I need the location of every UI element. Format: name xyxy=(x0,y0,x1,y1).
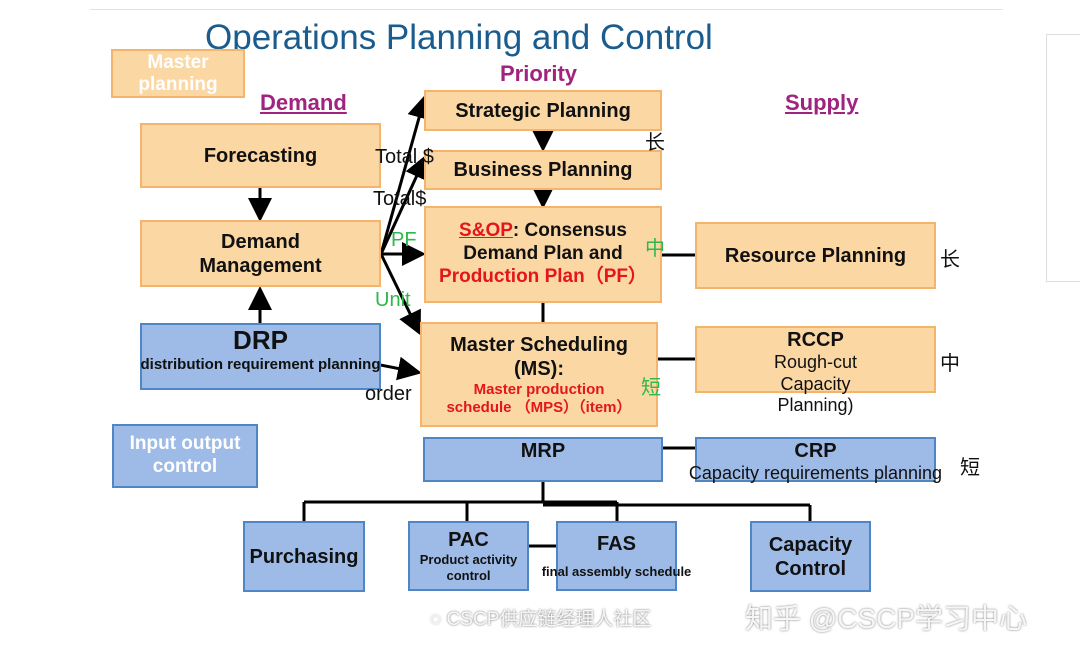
annotation-pf: PF xyxy=(391,229,417,251)
sop-demand-plan: Demand Plan and xyxy=(463,243,623,265)
ioc-line1: Input output xyxy=(129,433,241,455)
ms-title: Master Scheduling xyxy=(450,333,628,356)
ms-mps-line2: schedule （MPS）（item） xyxy=(446,398,632,416)
crp-label: CRP xyxy=(794,440,837,462)
strategic-planning-label: Strategic Planning xyxy=(455,99,631,122)
rccp-line2: Capacity xyxy=(780,373,851,394)
capacity-control-box: Capacity Control xyxy=(750,521,871,592)
crp-box: CRP Capacity requirements planning xyxy=(689,437,942,483)
annotation-mid-2: 中 xyxy=(940,353,960,375)
supply-header: Supply xyxy=(785,90,859,115)
annotation-mid-1: 中 xyxy=(645,238,665,260)
resource-planning-box: Resource Planning xyxy=(695,222,936,289)
fas-box: FAS final assembly schedule xyxy=(542,521,691,591)
rccp-box: RCCP Rough-cut Capacity Planning) xyxy=(695,326,936,415)
master-planning-box: Master planning xyxy=(111,49,245,98)
pac-line1: Product activity xyxy=(419,552,518,568)
zhihu-watermark: 知乎 @CSCP学习中心 xyxy=(745,603,1027,634)
cc-line1: Capacity xyxy=(768,533,853,556)
pac-label: PAC xyxy=(448,529,489,552)
input-output-control-box: Input output control xyxy=(112,424,258,488)
pac-box: PAC Product activity control xyxy=(408,521,529,591)
mrp-label: MRP xyxy=(520,440,566,462)
demand-header: Demand xyxy=(260,90,347,115)
dm-line1: Demand xyxy=(221,230,300,253)
annotation-total-1: Total $ xyxy=(375,146,434,168)
annotation-long-1: 长 xyxy=(645,132,665,154)
ms-mps-line1: Master production xyxy=(473,380,605,398)
strategic-planning-box: Strategic Planning xyxy=(424,90,662,131)
resource-planning-label: Resource Planning xyxy=(724,244,907,267)
annotation-short-2: 短 xyxy=(960,457,980,479)
purchasing-label: Purchasing xyxy=(249,545,359,568)
sop-box: S&OP: Consensus Demand Plan and Producti… xyxy=(424,206,662,303)
master-scheduling-box: Master Scheduling (MS): Master productio… xyxy=(420,322,658,427)
drp-label: DRP xyxy=(233,325,288,355)
priority-header: Priority xyxy=(500,61,578,86)
side-panel xyxy=(1046,34,1080,282)
ioc-line2: control xyxy=(152,456,218,477)
annotation-long-2: 长 xyxy=(940,249,960,271)
rccp-line1: Rough-cut xyxy=(773,352,858,372)
annotation-total-2: Total$ xyxy=(373,188,427,210)
drp-sub: distribution requirement planning xyxy=(140,356,381,374)
rccp-label: RCCP xyxy=(787,329,844,351)
purchasing-box: Purchasing xyxy=(243,521,365,592)
master-planning-label: Master planning xyxy=(138,51,218,95)
forecasting-box: Forecasting xyxy=(140,123,381,188)
sop-production-plan: Production Plan（PF） xyxy=(439,265,647,287)
cc-line2: Control xyxy=(774,557,847,580)
drp-box: DRP distribution requirement planning xyxy=(140,323,381,390)
fas-label: FAS xyxy=(597,533,636,556)
sop-consensus: : Consensus xyxy=(512,220,627,242)
wechat-watermark: ◌ CSCP供应链经理人社区 xyxy=(430,604,651,631)
wechat-icon: ◌ xyxy=(430,609,447,630)
crp-sub: Capacity requirements planning xyxy=(688,463,943,483)
fas-sub: final assembly schedule xyxy=(541,564,692,580)
top-divider xyxy=(90,9,1003,10)
demand-management-box: Demand Management xyxy=(140,220,381,287)
pac-line2: control xyxy=(446,568,491,583)
ms-abbr: (MS): xyxy=(514,357,564,380)
annotation-unit: Unit xyxy=(375,289,411,311)
mrp-box: MRP xyxy=(423,437,663,482)
annotation-short-1: 短 xyxy=(641,377,661,399)
business-planning-label: Business Planning xyxy=(453,159,633,181)
rccp-line3: Planning) xyxy=(777,395,854,416)
forecasting-label: Forecasting xyxy=(203,144,318,167)
business-planning-box: Business Planning xyxy=(424,150,662,190)
annotation-order: order xyxy=(365,383,412,405)
dm-line2: Management xyxy=(199,254,322,277)
page-title: Operations Planning and Control xyxy=(205,18,713,57)
sop-label: S&OP xyxy=(459,220,513,242)
wechat-watermark-text: CSCP供应链经理人社区 xyxy=(446,609,652,630)
